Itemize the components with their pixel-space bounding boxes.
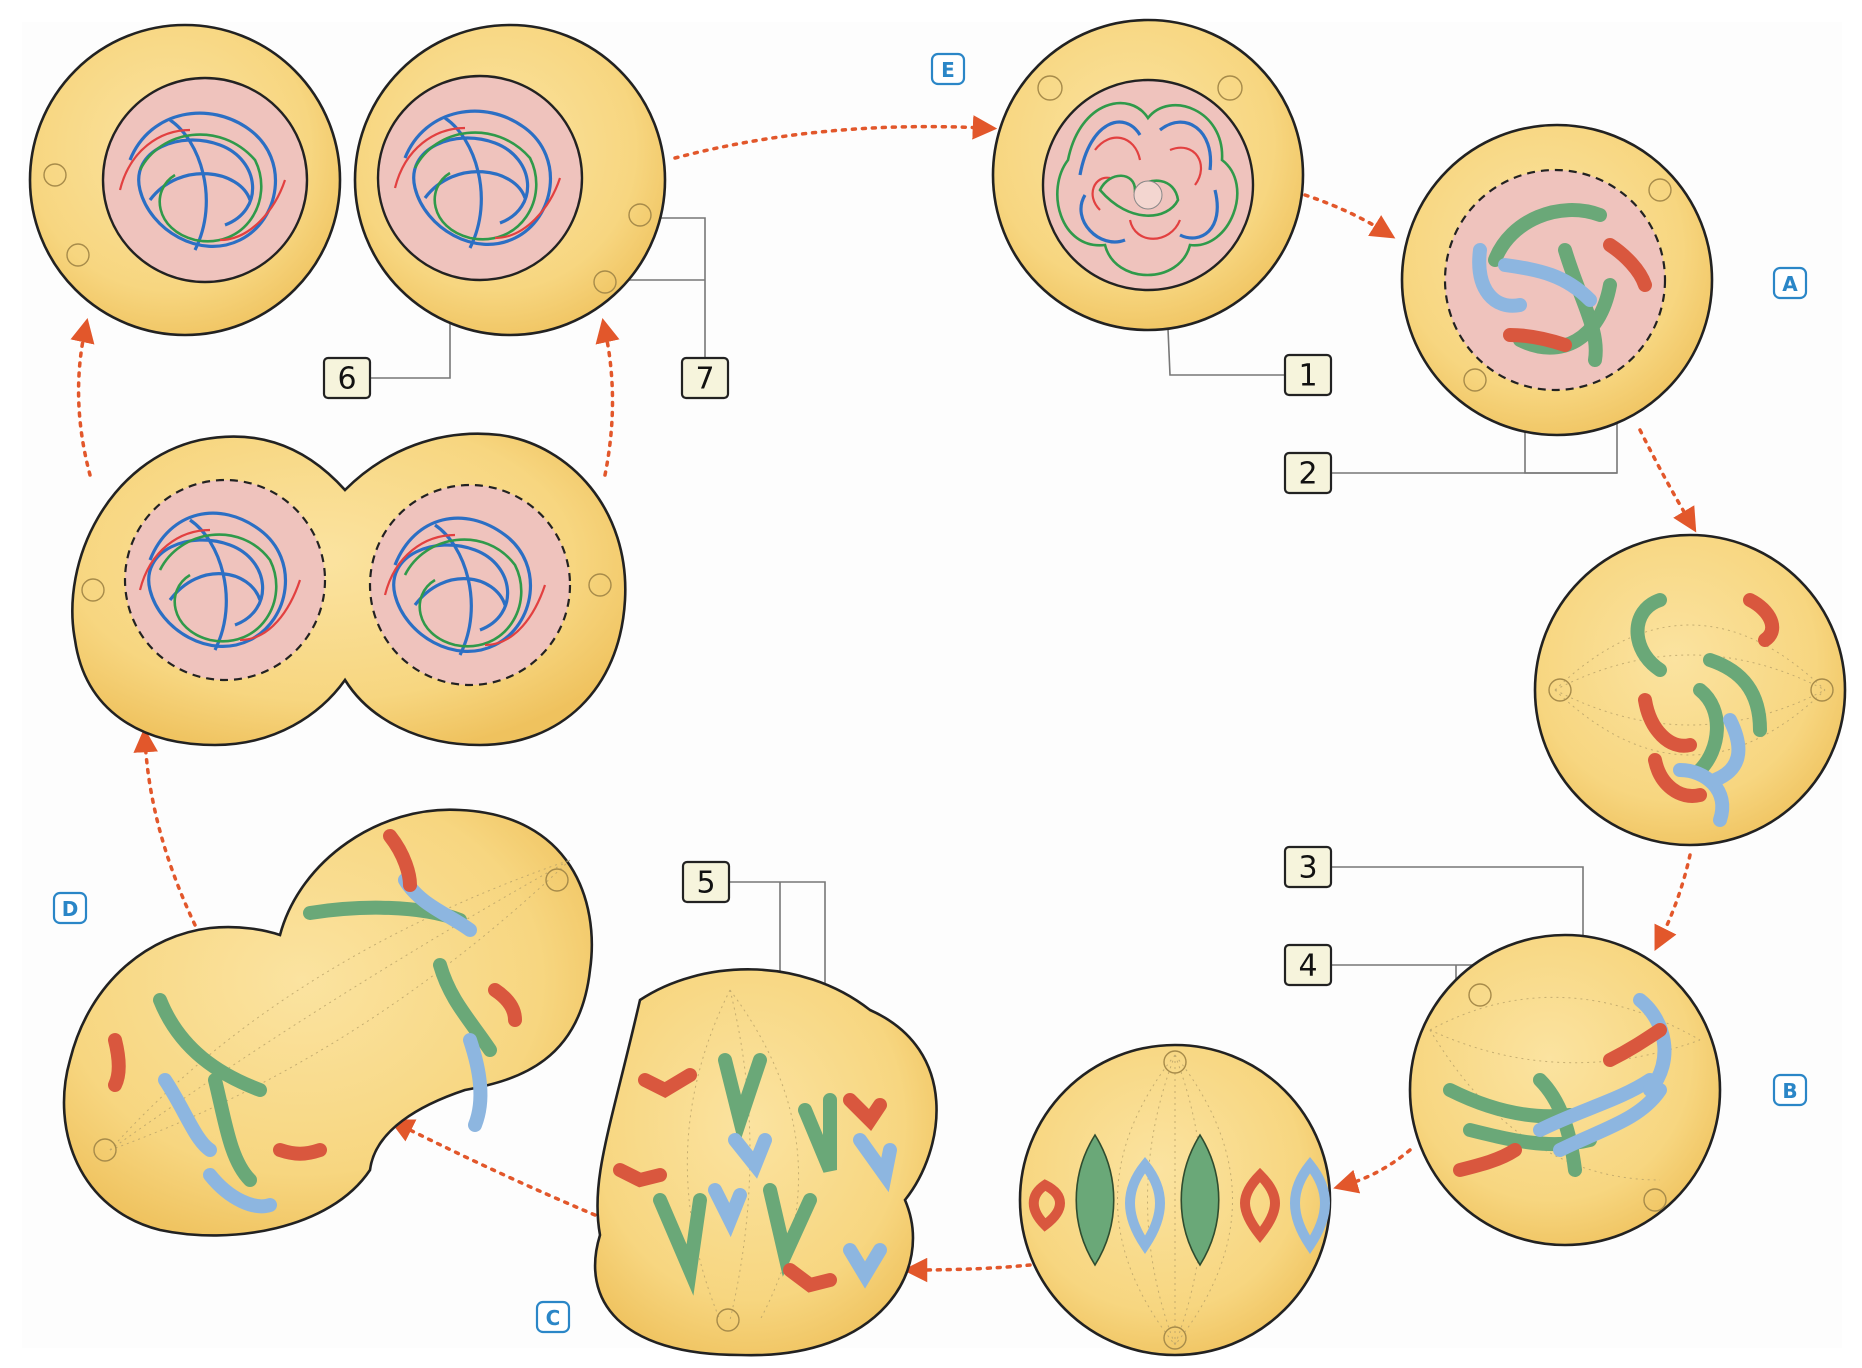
number-label-2: 2 — [1283, 451, 1333, 495]
cycle-arrows — [70, 115, 1697, 1283]
svg-text:E: E — [941, 58, 955, 82]
stage-label-a: A — [1772, 266, 1808, 300]
cell-telophase — [62, 808, 594, 1237]
number-label-5: 5 — [681, 860, 731, 904]
svg-text:C: C — [546, 1306, 561, 1330]
cell-late-prometaphase — [1408, 933, 1722, 1247]
arrow-telophase-to-interphase — [673, 115, 998, 160]
number-label-6: 6 — [322, 356, 372, 400]
arrow-cytokinesis-to-daughter-right — [595, 318, 620, 477]
daughter-nucleus-right — [368, 483, 572, 687]
svg-text:4: 4 — [1298, 949, 1317, 984]
daughter-cell-right — [353, 23, 667, 337]
stage-label-d: D — [52, 891, 88, 925]
arrow-metaphase-to-anaphase — [902, 1257, 1032, 1283]
cell-metaphase — [1018, 1043, 1332, 1357]
svg-text:D: D — [62, 897, 79, 921]
daughter-cell-left — [28, 23, 342, 337]
svg-text:1: 1 — [1298, 359, 1317, 394]
arrow-interphase-to-prophase — [1303, 193, 1396, 239]
cell-anaphase — [593, 968, 938, 1357]
svg-text:2: 2 — [1298, 457, 1317, 492]
centriole-pair — [1037, 75, 1243, 101]
daughter-nucleus-left — [123, 478, 327, 682]
svg-text:A: A — [1782, 272, 1798, 296]
arrow-telophase-to-cytokinesis — [133, 727, 197, 927]
svg-text:3: 3 — [1298, 851, 1317, 886]
nucleolus-loops — [1056, 101, 1239, 277]
stage-label-e: E — [930, 52, 966, 86]
cell-interphase — [991, 18, 1305, 332]
arrow-cytokinesis-to-daughter-left — [70, 318, 95, 477]
svg-text:B: B — [1782, 1079, 1797, 1103]
stage-label-b: B — [1772, 1073, 1808, 1107]
cell-prophase — [1400, 123, 1714, 437]
stage-label-c: C — [535, 1300, 571, 1334]
svg-text:7: 7 — [695, 362, 714, 397]
cell-cytokinesis — [71, 432, 627, 747]
cell-prometaphase — [1533, 533, 1847, 847]
number-label-4: 4 — [1283, 943, 1333, 987]
svg-text:6: 6 — [337, 362, 356, 397]
arrow-prophase-to-prometaphase — [1638, 428, 1697, 533]
number-label-3: 3 — [1283, 845, 1333, 889]
number-label-1: 1 — [1283, 353, 1333, 397]
arrow-prometaphase-to-metaphase-b — [1654, 853, 1692, 951]
number-label-7: 7 — [680, 356, 730, 400]
svg-text:5: 5 — [696, 866, 715, 901]
